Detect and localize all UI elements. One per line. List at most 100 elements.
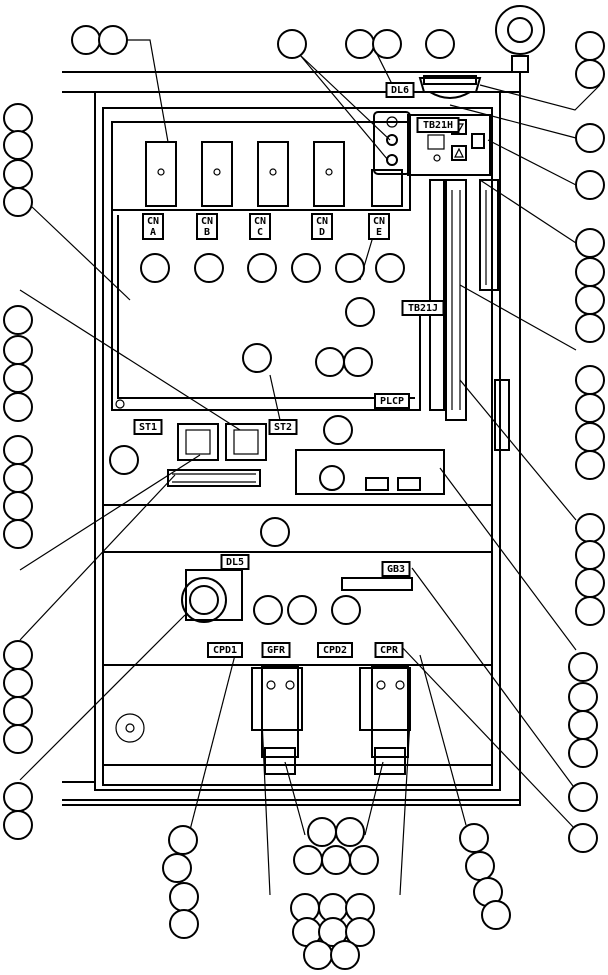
relays-st: [167, 423, 267, 487]
label-text: DL6: [391, 85, 409, 96]
callout-circle: [71, 25, 101, 55]
callout-circle: [3, 668, 33, 698]
label-plcp: PLCP: [374, 393, 410, 409]
label-text: DL5: [226, 557, 244, 568]
cpr-relay: [359, 666, 411, 775]
callout-circle: [575, 123, 605, 153]
label-cpr: CPR: [374, 642, 404, 658]
callout-circle: [575, 422, 605, 452]
label-text: CPD2: [323, 645, 347, 656]
label-text: TB21J: [408, 303, 438, 314]
callout-circle: [109, 445, 139, 475]
callout-circle: [568, 823, 598, 853]
callout-circle: [575, 513, 605, 543]
callout-circle: [375, 253, 405, 283]
callout-circle: [3, 696, 33, 726]
callout-circle: [575, 31, 605, 61]
callout-group: [3, 25, 605, 970]
callout-circle: [3, 810, 33, 840]
callout-circle: [3, 305, 33, 335]
callout-circle: [3, 491, 33, 521]
callout-circle: [335, 817, 365, 847]
lifting-eye: [495, 5, 545, 73]
label-text: CN: [254, 216, 266, 227]
callout-circle: [3, 363, 33, 393]
callout-circle: [568, 710, 598, 740]
gb3-bar: [341, 577, 413, 591]
callout-circle: [194, 253, 224, 283]
callout-circle: [303, 940, 333, 970]
label-cn-a: CNA: [142, 213, 164, 240]
callout-circle: [345, 917, 375, 947]
callout-circle: [98, 25, 128, 55]
label-text: CPD1: [213, 645, 237, 656]
callout-circle: [575, 450, 605, 480]
label-dl6: DL6: [385, 82, 415, 98]
receptacle: [115, 713, 145, 743]
callout-circle: [345, 29, 375, 59]
label-text: PLCP: [380, 396, 404, 407]
callout-circle: [277, 29, 307, 59]
label-gb3: GB3: [381, 561, 411, 577]
label-cpd1: CPD1: [207, 642, 243, 658]
callout-circle: [3, 335, 33, 365]
callout-circle: [260, 517, 290, 547]
dl5-connector: [181, 569, 243, 623]
callout-circle: [575, 313, 605, 343]
label-cn-b: CNB: [196, 213, 218, 240]
callout-circle: [3, 519, 33, 549]
callout-circle: [162, 853, 192, 883]
callout-circle: [287, 595, 317, 625]
label-cpd2: CPD2: [317, 642, 353, 658]
callout-circle: [293, 845, 323, 875]
callout-circle: [372, 29, 402, 59]
callout-circle: [242, 343, 272, 373]
label-cn-d: CND: [311, 213, 333, 240]
label-cn-c: CNC: [249, 213, 271, 240]
callout-circle: [3, 392, 33, 422]
label-text: CN: [373, 216, 385, 227]
callout-circle: [323, 415, 353, 445]
callout-circle: [315, 347, 345, 377]
callout-circle: [568, 782, 598, 812]
label-text: GFR: [267, 645, 286, 656]
callout-circle: [575, 596, 605, 626]
callout-circle: [568, 652, 598, 682]
callout-circle: [575, 59, 605, 89]
dl6-light: [418, 75, 482, 99]
label-tb21j: TB21J: [401, 300, 445, 316]
callout-circle: [291, 253, 321, 283]
label-text: B: [204, 227, 210, 238]
label-text: D: [319, 227, 325, 238]
plc-panel: [111, 121, 421, 411]
label-text: ST1: [139, 422, 157, 433]
callout-circle: [3, 640, 33, 670]
callout-circle: [575, 393, 605, 423]
callout-circle: [3, 782, 33, 812]
callout-circle: [140, 253, 170, 283]
callout-circle: [3, 159, 33, 189]
label-text: A: [150, 227, 156, 238]
callout-circle: [335, 253, 365, 283]
label-text: TB21H: [423, 120, 453, 131]
callout-circle: [3, 463, 33, 493]
cabinet-outline: [62, 71, 521, 806]
leader-lines: [19, 39, 601, 896]
callout-circle: [425, 29, 455, 59]
callout-circle: [168, 825, 198, 855]
label-cn-e: CNE: [368, 213, 390, 240]
label-text: GB3: [387, 564, 405, 575]
label-tb21h: TB21H: [416, 117, 460, 133]
callout-circle: [345, 297, 375, 327]
callout-circle: [568, 682, 598, 712]
callout-circle: [307, 817, 337, 847]
callout-circle: [253, 595, 283, 625]
label-st2: ST2: [268, 419, 298, 435]
callout-circle: [169, 882, 199, 912]
label-text: C: [257, 227, 263, 238]
callout-circle: [465, 851, 495, 881]
callout-circle: [3, 435, 33, 465]
label-gfr: GFR: [261, 642, 291, 658]
callout-circle: [575, 285, 605, 315]
callout-circle: [343, 347, 373, 377]
